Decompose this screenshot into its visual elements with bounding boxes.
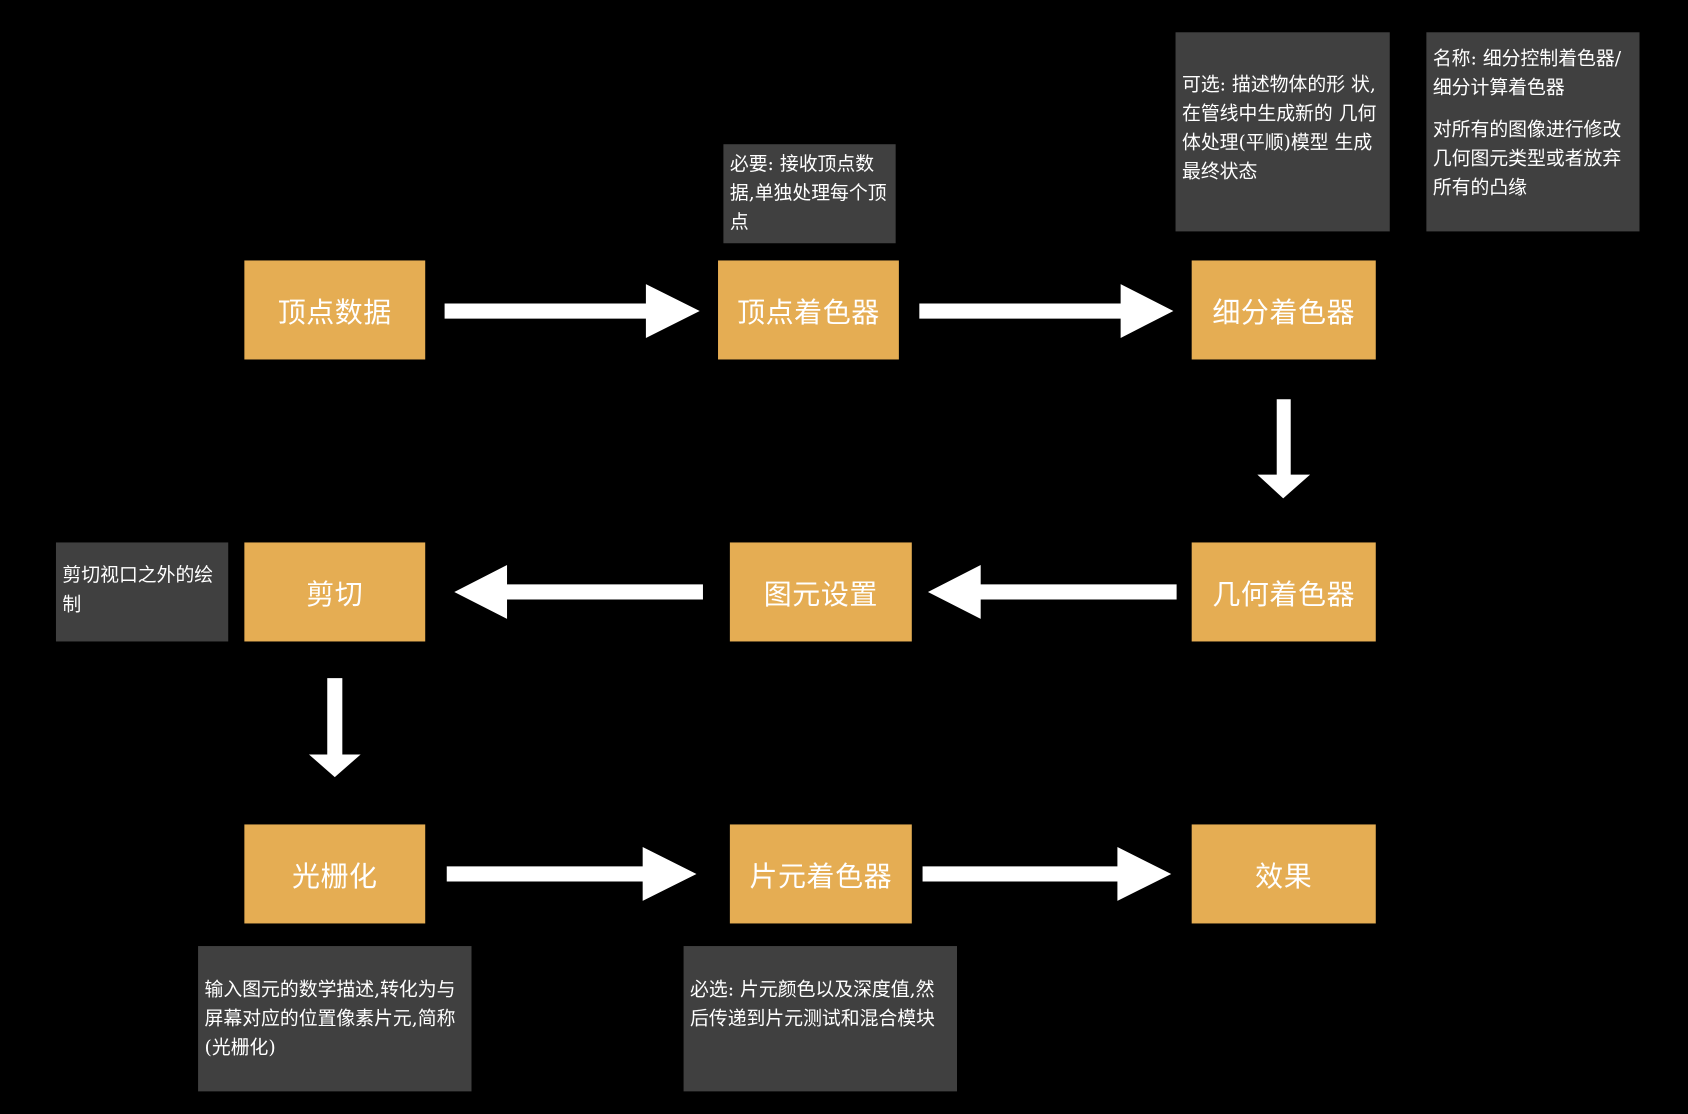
stage-fragment-shader-label: 片元着色器 [749,860,893,893]
arrow-right-icon [446,847,697,901]
stage-geometry-shader-label: 几何着色器 [1212,578,1356,611]
note-tessellation-name-text: 名称: 细分控制着色器/细分计算着色器 [1432,48,1622,100]
stage-effect-label: 效果 [1255,860,1313,893]
arrow-down-icon [308,678,361,778]
note-vertex-shader: 必要: 接收顶点数据,单独处理每个顶点 [723,144,896,244]
stage-vertex-data-label: 顶点数据 [277,296,392,329]
stage-rasterization-label: 光栅化 [291,860,378,893]
stage-geometry-shader: 几何着色器 [1191,542,1376,642]
stage-vertex-data: 顶点数据 [244,260,426,360]
stage-tessellation-shader-label: 细分着色器 [1212,296,1356,329]
note-vertex-shader-text: 必要: 接收顶点数据,单独处理每个顶点 [729,153,887,234]
note-tessellation: 可选: 描述物体的形 状,在管线中生成新的 几何体处理(平顺)模型 生成最终状态 [1175,32,1390,232]
arrow-right-icon [919,284,1174,338]
note-tessellation-text: 可选: 描述物体的形 状,在管线中生成新的 几何体处理(平顺)模型 生成最终状态 [1181,74,1377,183]
arrow-left-icon [927,565,1177,619]
note-tessellation-name: 名称: 细分控制着色器/细分计算着色器 对所有的图像进行修改几何图元类型或者放弃… [1426,32,1640,232]
stage-primitive-setup-label: 图元设置 [763,578,878,611]
stage-rasterization: 光栅化 [244,824,426,924]
stage-fragment-shader: 片元着色器 [729,824,912,924]
stage-vertex-shader-label: 顶点着色器 [737,296,880,329]
arrow-right-icon [922,847,1172,901]
stage-tessellation-shader: 细分着色器 [1191,260,1376,360]
arrow-left-icon [454,565,703,619]
stage-clipping-label: 剪切 [306,578,364,611]
stage-effect: 效果 [1191,824,1376,924]
note-clipping: 剪切视口之外的绘制 [55,542,229,642]
note-clipping-text: 剪切视口之外的绘制 [62,565,214,616]
arrow-down-icon [1257,399,1311,499]
note-rasterization: 输入图元的数学描述,转化为与屏幕对应的位置像素片元,简称(光栅化) [198,946,472,1092]
note-rasterization-text: 输入图元的数学描述,转化为与屏幕对应的位置像素片元,简称(光栅化) [204,979,456,1060]
note-fragment-text: 必选: 片元颜色以及深度值,然后传递到片元测试和混合模块 [690,979,935,1031]
stage-vertex-shader: 顶点着色器 [718,260,899,360]
stage-clipping: 剪切 [244,542,426,642]
stage-primitive-setup: 图元设置 [729,542,912,642]
arrow-right-icon [444,284,700,338]
note-geometry-text: 对所有的图像进行修改几何图元类型或者放弃所有的凸缘 [1432,119,1622,200]
note-fragment: 必选: 片元颜色以及深度值,然后传递到片元测试和混合模块 [683,946,958,1092]
